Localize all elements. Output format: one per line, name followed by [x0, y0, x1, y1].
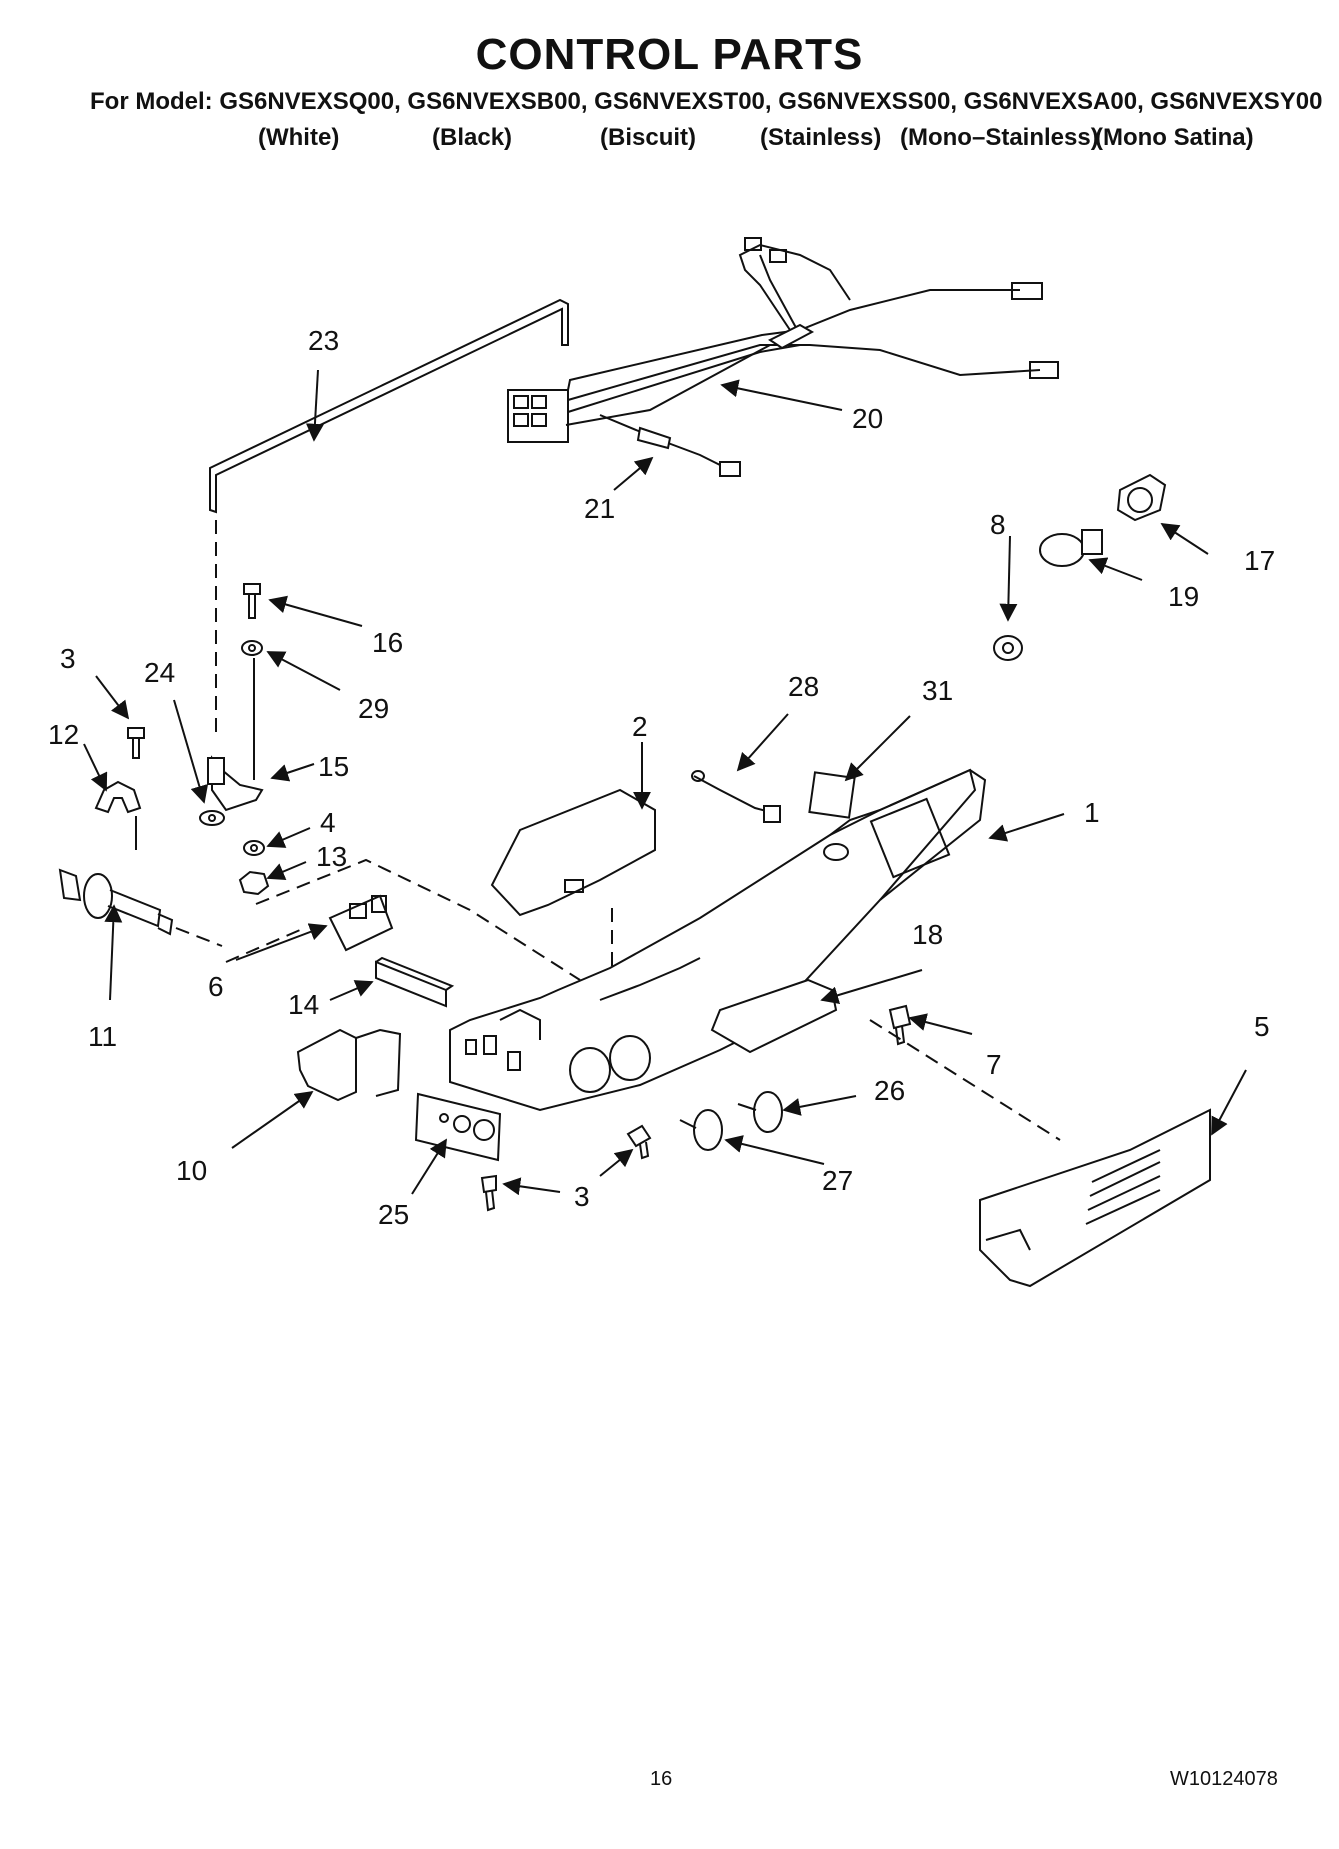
block-part-14: [375, 956, 455, 1008]
washer-part-24: [199, 810, 225, 826]
callout-26: 26: [874, 1075, 905, 1106]
callout-8: 8: [990, 509, 1006, 540]
callout-27: 27: [822, 1165, 853, 1196]
callout-16: 16: [372, 627, 403, 658]
housing-part-1: [449, 768, 987, 1112]
color-mono-satina: (Mono Satina): [1095, 124, 1254, 151]
clip-part-10: [296, 1028, 402, 1102]
knob-part-26: [737, 1091, 783, 1133]
callout-20: 20: [852, 403, 883, 434]
wire-harness-part-20: [507, 237, 1059, 443]
callout-3-left: 3: [60, 643, 76, 674]
bezel-part-25: [414, 1092, 502, 1162]
callout-21: 21: [584, 493, 615, 524]
callout-17: 17: [1244, 545, 1275, 576]
callout-5: 5: [1254, 1011, 1270, 1042]
callout-11: 11: [88, 1021, 117, 1052]
shaft-part-11: [58, 868, 174, 936]
callout-6: 6: [208, 971, 224, 1002]
callout-13: 13: [316, 841, 347, 872]
page-title: CONTROL PARTS: [475, 30, 864, 79]
screw-part-16: [243, 583, 261, 619]
clamp-part-12: [94, 780, 142, 814]
model-list: For Model: GS6NVEXSQ00, GS6NVEXSB00, GS6…: [90, 88, 1323, 115]
lamp-socket-part-17: [1116, 473, 1167, 522]
color-mono-stainless: (Mono–Stainless): [900, 124, 1099, 151]
callout-29: 29: [358, 693, 389, 724]
knob-part-27: [679, 1109, 723, 1151]
sensor-part-28: [691, 770, 781, 823]
grommet-part-8: [993, 635, 1023, 661]
rod-part-23: [209, 298, 569, 514]
light-bulb-part-19: [1039, 529, 1103, 567]
plate-part-2: [490, 788, 656, 917]
color-stainless: (Stainless): [760, 124, 882, 151]
screw-part-3-bottom: [626, 1124, 652, 1160]
callout-19: 19: [1168, 581, 1199, 612]
callout-28: 28: [788, 671, 819, 702]
screw-part-3-left: [127, 727, 145, 759]
switch-part-6: [328, 894, 394, 952]
screw-25: [480, 1174, 497, 1212]
callout-15: 15: [318, 751, 349, 782]
callout-14: 14: [288, 989, 319, 1020]
callout-7: 7: [986, 1049, 1002, 1080]
washer-part-29: [241, 640, 263, 656]
bracket-part-15: [207, 755, 264, 812]
callout-10: 10: [176, 1155, 207, 1186]
callout-2: 2: [632, 711, 648, 742]
callout-24: 24: [144, 657, 175, 688]
document-number: W10124078: [1170, 1768, 1278, 1790]
callout-25: 25: [378, 1199, 409, 1230]
color-white: (White): [258, 124, 340, 151]
callout-1: 1: [1084, 797, 1100, 828]
callout-3-bottom: 3: [574, 1181, 590, 1212]
connector-part-21: [599, 414, 741, 477]
callout-4: 4: [320, 807, 336, 838]
callout-31: 31: [922, 675, 953, 706]
label-part-31: [808, 771, 856, 819]
color-biscuit: (Biscuit): [600, 124, 696, 151]
nut-part-13: [238, 870, 270, 896]
page-number: 16: [650, 1768, 673, 1790]
callout-18: 18: [912, 919, 943, 950]
color-black: (Black): [432, 124, 513, 151]
washer-part-4: [243, 840, 265, 856]
grille-part-5: [979, 1108, 1211, 1288]
callout-23: 23: [308, 325, 339, 356]
callout-12: 12: [48, 719, 79, 750]
